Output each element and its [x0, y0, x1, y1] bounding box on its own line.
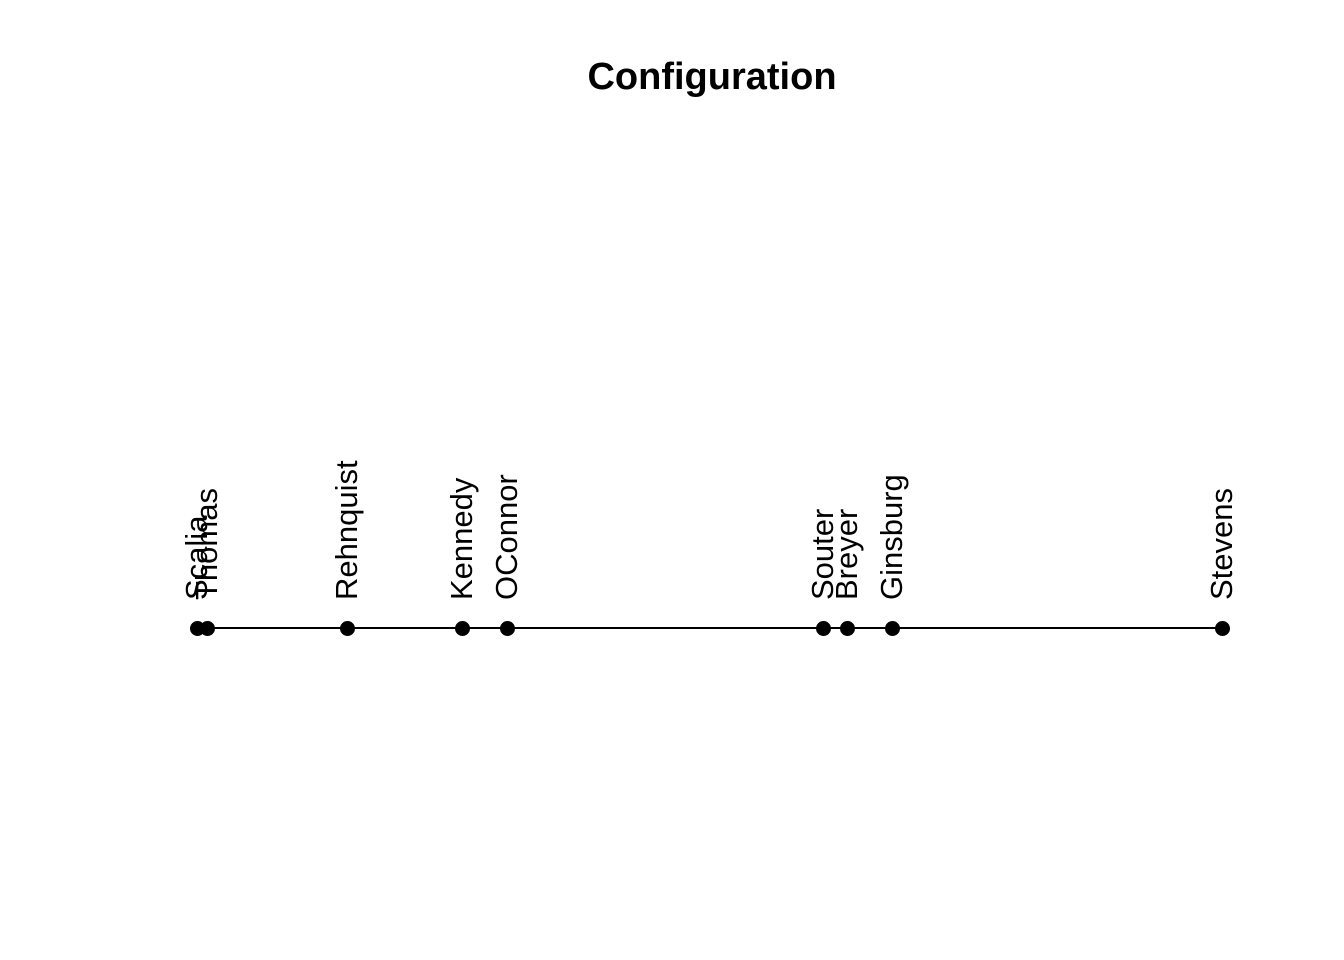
data-point-oconnor — [499, 620, 515, 636]
point-label-breyer: Breyer — [829, 508, 864, 600]
data-point-souter — [815, 620, 831, 636]
data-point-thomas — [199, 620, 215, 636]
point-label-thomas: Thomas — [189, 488, 224, 600]
point-label-rehnquist: Rehnquist — [329, 460, 364, 600]
point-label-kennedy: Kennedy — [444, 477, 479, 600]
data-point-stevens — [1214, 620, 1230, 636]
configuration-axis-line — [197, 627, 1223, 629]
point-label-oconnor: OConnor — [489, 474, 524, 600]
data-point-breyer — [839, 620, 855, 636]
data-point-ginsburg — [884, 620, 900, 636]
data-point-kennedy — [454, 620, 470, 636]
data-point-rehnquist — [339, 620, 355, 636]
point-label-ginsburg: Ginsburg — [874, 474, 909, 600]
point-label-stevens: Stevens — [1204, 487, 1239, 600]
plot-title: Configuration — [587, 56, 837, 98]
